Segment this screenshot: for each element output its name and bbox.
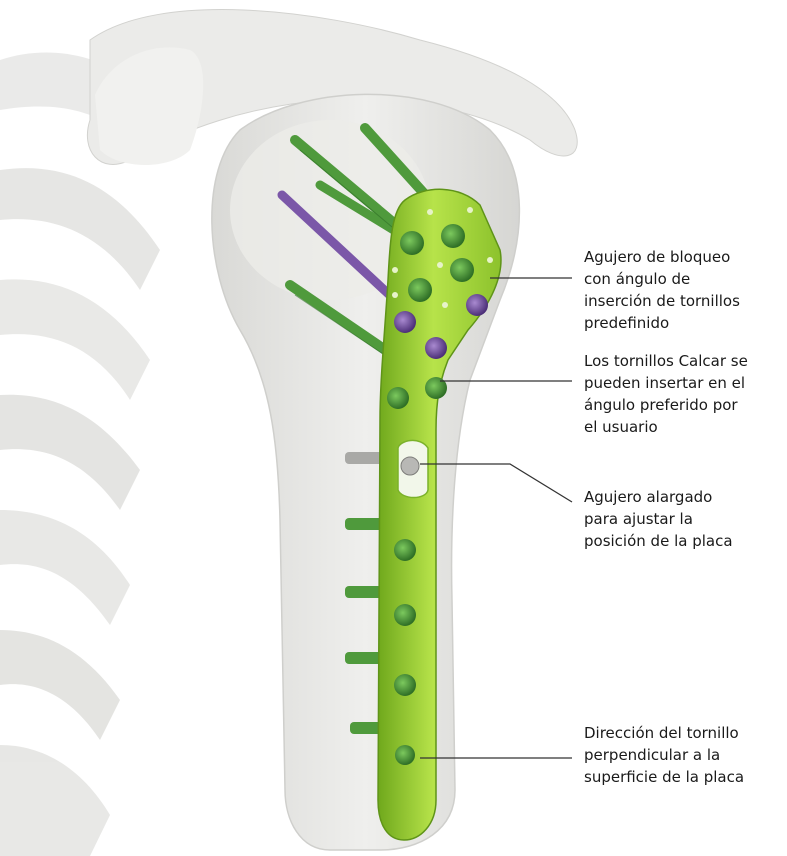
callout-locking-hole: Agujero de bloqueo con ángulo de inserci… — [584, 246, 784, 334]
callout-calcar-screws: Los tornillos Calcar se pueden insertar … — [584, 350, 784, 438]
callout-perpendicular-screw: Dirección del tornillo perpendicular a l… — [584, 722, 784, 788]
ribcage-background — [0, 53, 170, 856]
callout-elongated-hole: Agujero alargado para ajustar la posició… — [584, 486, 784, 552]
